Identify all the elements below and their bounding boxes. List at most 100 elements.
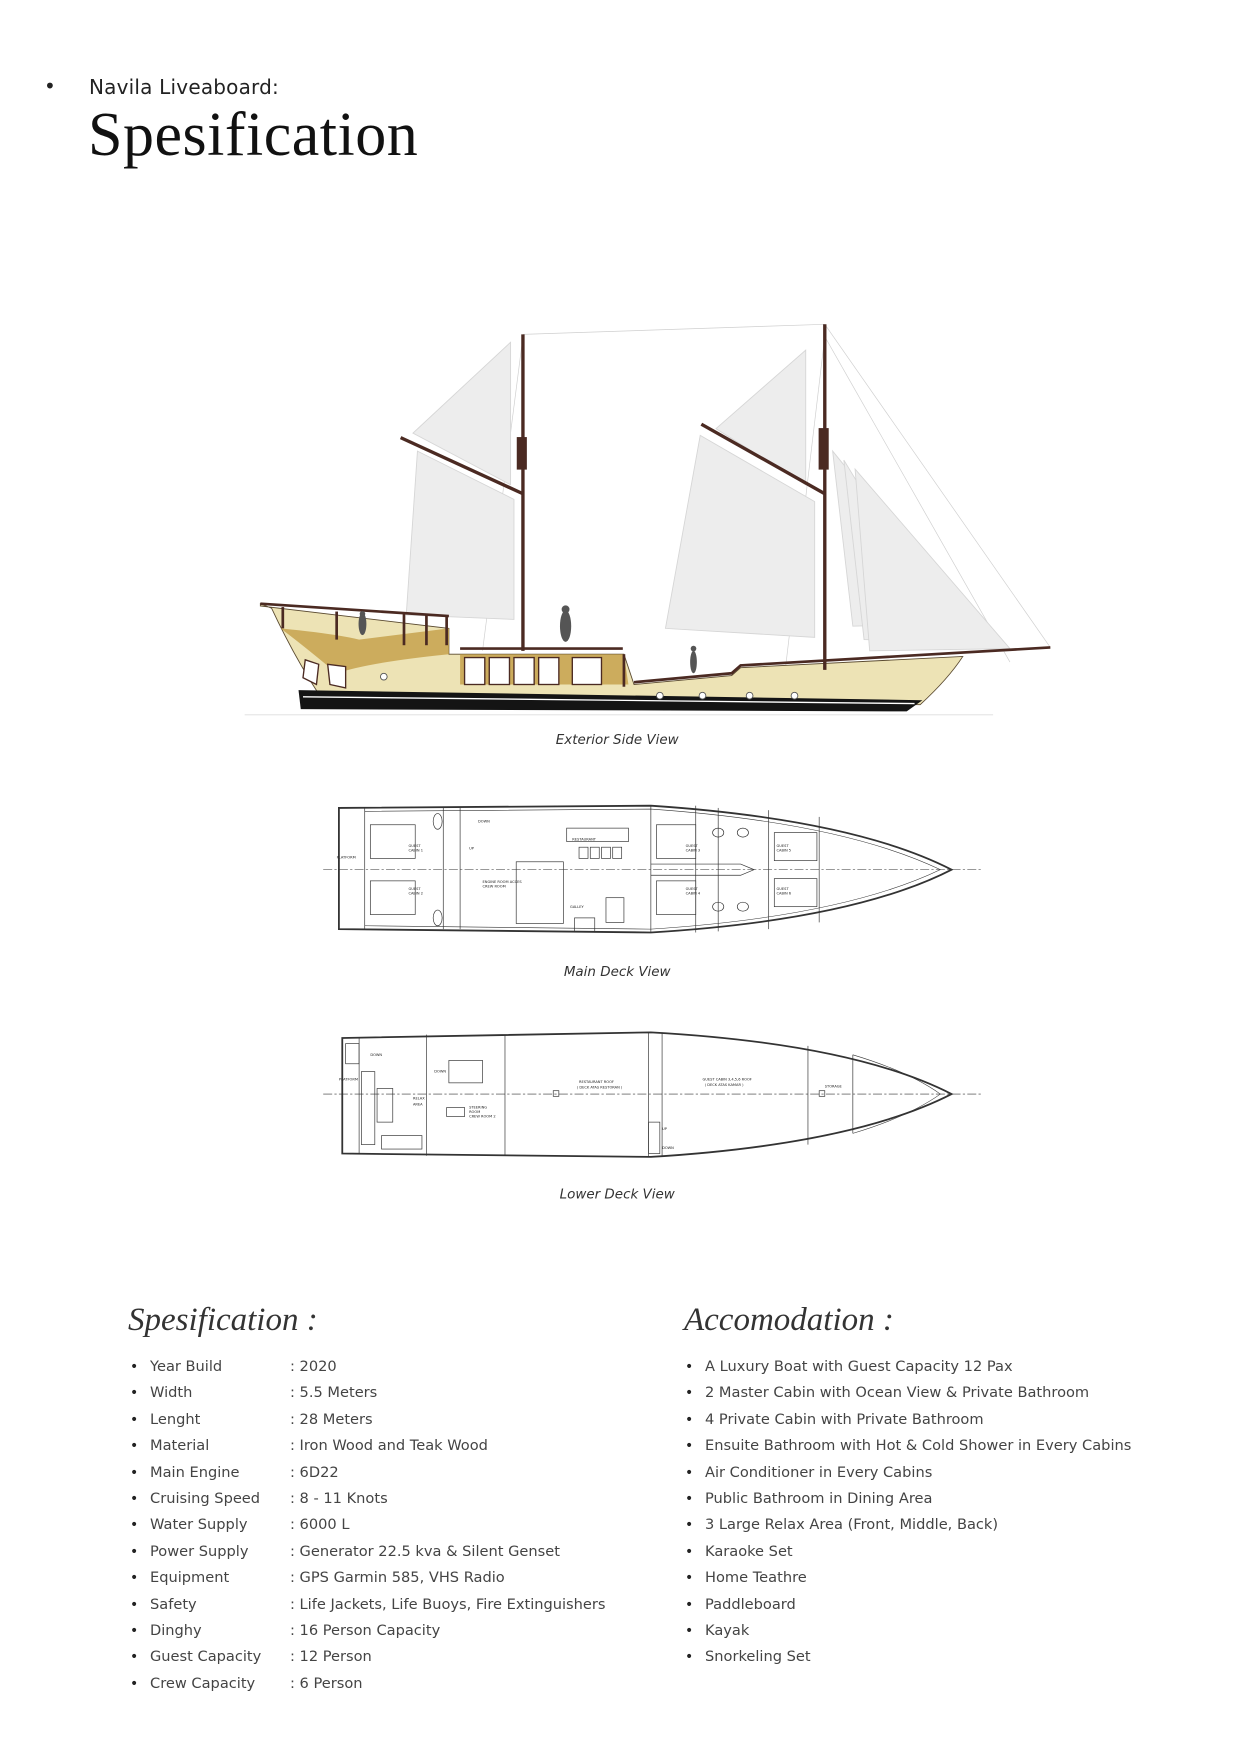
lower-deck-view: DOWN PLATFORM DOWN RELAX AREA STEERING R… (323, 1031, 984, 1202)
lower-deck-view-caption: Lower Deck View (560, 1187, 676, 1202)
plan-label: RELAX (413, 1097, 425, 1101)
plan-label: PLATFORM (339, 1078, 358, 1082)
plan-label: ( DECK ATAS RESTORAN ) (577, 1085, 623, 1089)
spec-label: Dinghy (150, 1621, 202, 1639)
spec-label: Water Supply (150, 1516, 248, 1534)
spec-label: Material (150, 1437, 210, 1455)
plan-label: GUEST (408, 844, 421, 848)
page-title: Spesification (88, 101, 419, 169)
plan-label: CABIN 3 (686, 849, 701, 853)
spec-value: : Life Jackets, Life Buoys, Fire Extingu… (290, 1595, 606, 1613)
plan-label: DOWN (370, 1053, 382, 1057)
masts (399, 324, 829, 670)
accomodation-item: Air Conditioner in Every Cabins (685, 1460, 1131, 1487)
spec-item: Crew Capacity : 6 Person (130, 1671, 606, 1698)
plan-label: GUEST (408, 887, 421, 891)
accomodation-item: Paddleboard (685, 1592, 1131, 1619)
accomodation-item: Ensuite Bathroom with Hot & Cold Shower … (685, 1433, 1131, 1460)
plan-label: RESTAURANT (572, 837, 596, 841)
spec-value: : 6 Person (290, 1674, 363, 1692)
accomodation-heading: Accomodation : (684, 1302, 894, 1338)
plan-label: ( DECK ATAS KAMAR ) (705, 1083, 744, 1087)
plan-label: STEERING (469, 1106, 487, 1110)
upper-deck-frame (260, 602, 1051, 687)
spec-item: Lenght: 28 Meters (130, 1407, 606, 1434)
page-subtitle: Navila Liveaboard: (89, 75, 279, 99)
plan-label: CABIN 6 (777, 891, 792, 895)
spec-item: Material : Iron Wood and Teak Wood (130, 1433, 606, 1460)
exterior-side-view: Exterior Side View (244, 323, 1051, 748)
plan-label: CABIN 4 (686, 891, 701, 895)
spec-label: Cruising Speed (150, 1489, 261, 1507)
spec-item: Equipment : GPS Garmin 585, VHS Radio (130, 1565, 606, 1592)
spec-value: : 2020 (290, 1358, 337, 1375)
main-deck-view: PLATFORM GUEST CABIN 1 GUEST CABIN 2 DOW… (323, 804, 984, 980)
specification-list: Year Build : 2020Width : 5.5 MetersLenght:… (130, 1354, 606, 1698)
plan-label: RESTAURANT ROOF (579, 1080, 614, 1084)
exterior-side-view-caption: Exterior Side View (556, 733, 680, 748)
main-deck-view-caption: Main Deck View (564, 965, 672, 980)
spec-label: Crew Capacity (150, 1674, 256, 1692)
plan-label: AREA (413, 1102, 423, 1106)
plan-label: GALLEY (570, 905, 584, 909)
spec-item: Width : 5.5 Meters (130, 1380, 606, 1407)
spec-value: : 28 Meters (290, 1410, 373, 1428)
spec-value: : 6D22 (290, 1463, 339, 1481)
plan-label: CABIN 1 (408, 849, 423, 853)
accomodation-item: 4 Private Cabin with Private Bathroom (685, 1407, 1131, 1434)
plan-label: PLATFORM (337, 855, 356, 859)
accomodation-item: Snorkeling Set (685, 1644, 1131, 1671)
spec-label: Safety (150, 1595, 197, 1613)
specification-heading: Spesification : (128, 1302, 318, 1338)
spec-value: : 6000 L (290, 1516, 350, 1534)
accomodation-item: Karaoke Set (685, 1539, 1131, 1566)
accomodation-item: A Luxury Boat with Guest Capacity 12 Pax (685, 1354, 1131, 1381)
people-silhouettes (358, 605, 697, 674)
spec-label: Equipment (150, 1569, 230, 1587)
plan-label: GUEST (686, 844, 699, 848)
plan-label: CREW ROOM 2 (469, 1115, 496, 1119)
spec-value: : 12 Person (290, 1648, 372, 1666)
plan-label: UP (662, 1127, 668, 1131)
jib-2 (854, 467, 1011, 652)
plan-label: GUEST (777, 844, 790, 848)
spec-value: : Iron Wood and Teak Wood (290, 1437, 488, 1455)
spec-label: Main Engine (150, 1463, 240, 1481)
plan-label: STORAGE (825, 1084, 843, 1088)
spec-item: Year Build : 2020 (130, 1354, 606, 1381)
spec-label: Year Build (150, 1358, 223, 1375)
portholes (379, 672, 799, 700)
accomodation-item: 2 Master Cabin with Ocean View & Private… (685, 1380, 1131, 1407)
spec-label: Guest Capacity (150, 1648, 262, 1666)
plan-label: DOWN (478, 820, 490, 824)
plan-label: ENGINE ROOM ACCES (483, 880, 523, 884)
cabin-windows (302, 656, 603, 689)
plan-label: UP (469, 846, 475, 850)
plan-label: CABIN 5 (777, 849, 792, 853)
spec-item: Main Engine : 6D22 (130, 1460, 606, 1487)
plan-label: ROOM (469, 1110, 480, 1114)
spec-item: Cruising Speed : 8 - 11 Knots (130, 1486, 606, 1513)
heading-bullet: • (44, 74, 56, 98)
plan-label: CABIN 2 (408, 891, 423, 895)
plan-label: GUEST (777, 887, 790, 891)
accomodation-item: Home Teathre (685, 1565, 1131, 1592)
spec-value: : 5.5 Meters (290, 1384, 378, 1402)
aft-topsail (412, 341, 512, 486)
spec-item: Water Supply : 6000 L (130, 1512, 606, 1539)
accomodation-item: Public Bathroom in Dining Area (685, 1486, 1131, 1513)
spec-item: Dinghy : 16 Person Capacity (130, 1618, 606, 1645)
aft-mainsail (405, 450, 515, 620)
spec-label: Power Supply (150, 1542, 249, 1560)
plan-label: CREW ROOM (483, 885, 506, 889)
spec-item: Power Supply: Generator 22.5 kva & Silen… (130, 1539, 606, 1566)
spec-value: : GPS Garmin 585, VHS Radio (290, 1569, 505, 1587)
spec-value: : 16 Person Capacity (290, 1621, 441, 1639)
spec-label: Width (150, 1384, 193, 1402)
plan-label: DOWN (434, 1070, 446, 1074)
accomodation-item: Kayak (685, 1618, 1131, 1645)
spec-value: : 8 - 11 Knots (290, 1489, 388, 1507)
accomodation-list: A Luxury Boat with Guest Capacity 12 Pax… (685, 1354, 1131, 1671)
accomodation-item: 3 Large Relax Area (Front, Middle, Back) (685, 1512, 1131, 1539)
